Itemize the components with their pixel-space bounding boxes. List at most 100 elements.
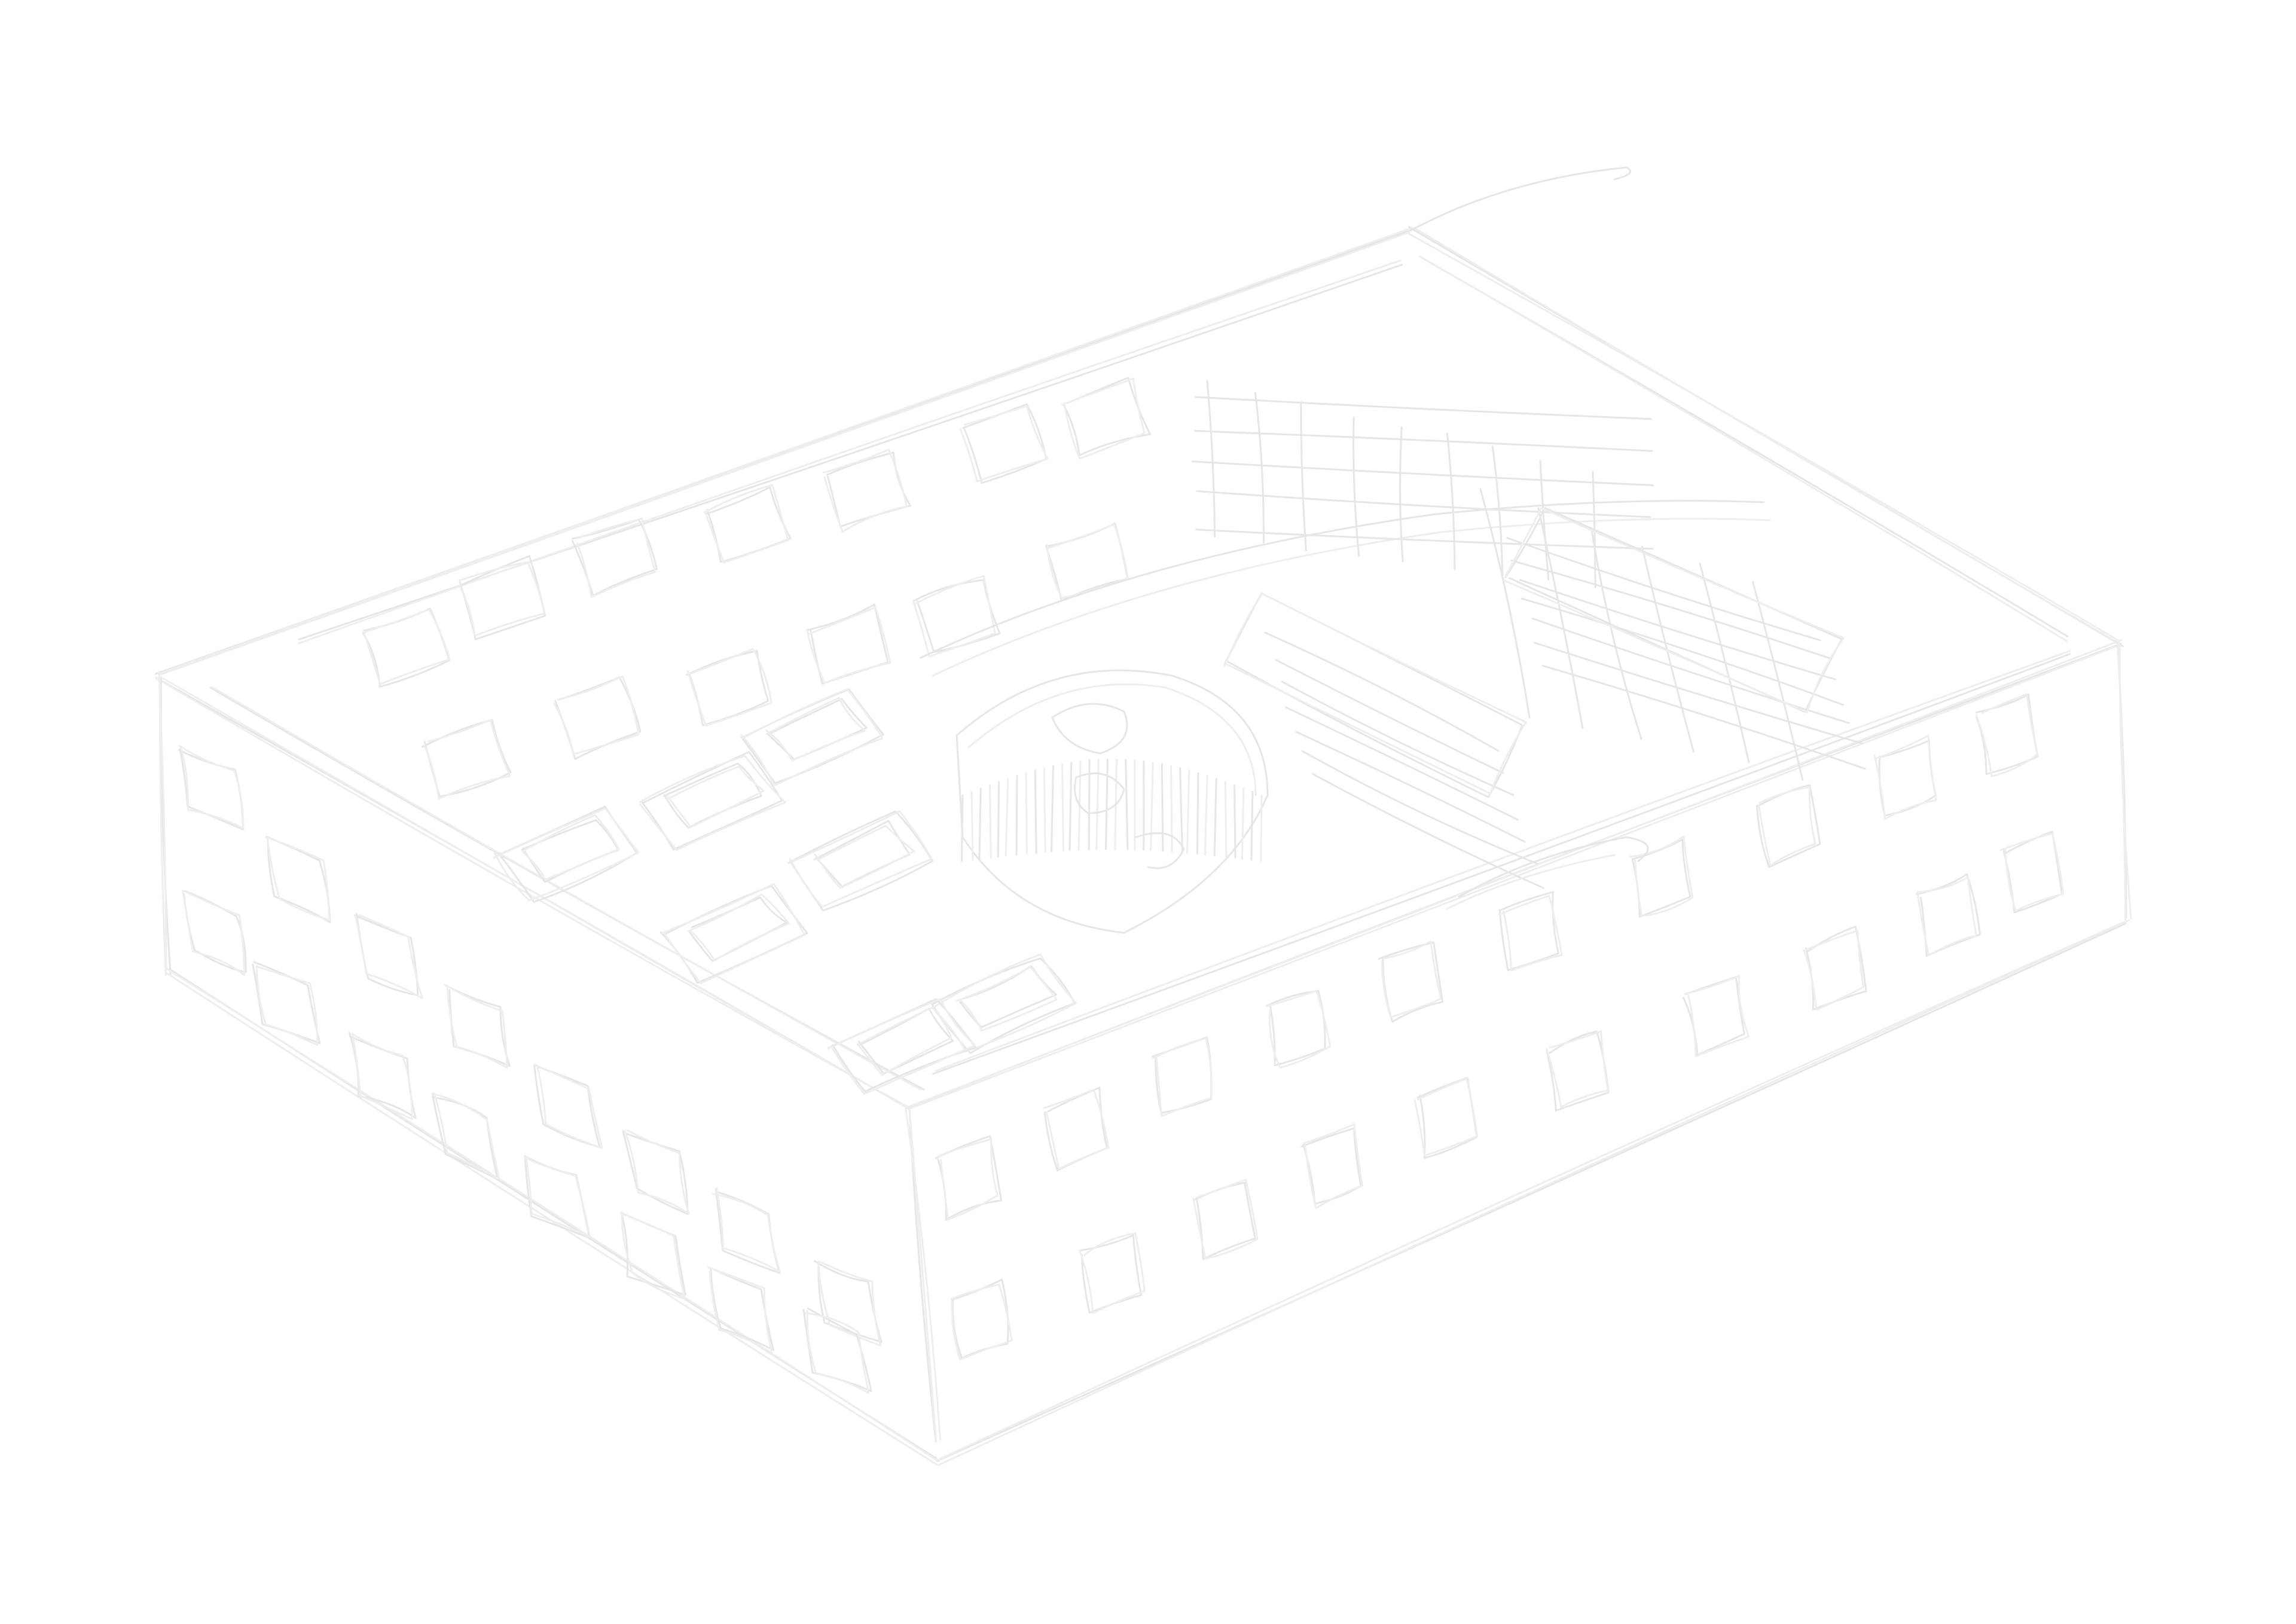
rotunda-column <box>1213 778 1217 857</box>
window-left-wall <box>524 1155 591 1238</box>
window-right-wall <box>950 1283 1013 1361</box>
rotunda-column <box>1015 775 1018 856</box>
window-left-wall <box>178 744 245 829</box>
scaffold-post-right <box>1479 487 1531 719</box>
terrace-slat <box>1281 680 1515 796</box>
wall-edge-front <box>908 1108 937 1442</box>
courtyard-block <box>641 751 783 851</box>
wall-edge-right <box>2117 642 2127 921</box>
window-right-wall <box>1803 929 1865 1011</box>
terrace-slat-right <box>1506 537 1821 642</box>
rotunda-column <box>1234 784 1236 859</box>
terrace-slat-right <box>1533 642 1864 745</box>
window-right-wall <box>1758 786 1816 867</box>
terrace-slat <box>1284 706 1519 821</box>
rotunda-column <box>1034 770 1037 854</box>
window-right-wall <box>951 1278 1009 1360</box>
window-right-wall <box>1545 1030 1609 1108</box>
terrace-slat <box>1275 659 1504 774</box>
roof-window <box>826 451 912 528</box>
window-left-wall <box>524 1155 591 1240</box>
scaffold-post <box>1539 459 1550 581</box>
roof-window <box>362 608 451 685</box>
window-left-wall <box>707 1266 773 1354</box>
roof-window <box>823 448 908 533</box>
scaffold-beam <box>1196 490 1651 518</box>
terrace-frame-right <box>1504 506 1843 713</box>
rotunda-column <box>1004 778 1009 857</box>
roof-edge-back-left <box>158 231 1410 676</box>
window-right-wall <box>1916 876 1977 957</box>
rotunda-column <box>1224 781 1228 858</box>
base-edge-left <box>166 972 939 1466</box>
window-left-wall <box>802 1307 872 1392</box>
courtyard-block <box>827 998 976 1095</box>
roof-window <box>553 675 640 755</box>
window-right-wall <box>1498 891 1559 972</box>
rotunda-column <box>978 787 982 860</box>
roof-edge-front-left <box>155 677 910 1109</box>
rotunda-column <box>1204 775 1208 856</box>
base-edge-left <box>166 967 940 1463</box>
courtyard-block <box>787 810 933 912</box>
window-left-wall <box>255 965 319 1046</box>
rotunda-column <box>1051 765 1055 853</box>
terrace-slat-right <box>1541 664 1866 770</box>
scaffold-post <box>1300 401 1307 552</box>
courtyard-block-top <box>856 1006 952 1076</box>
courtyard-block-top <box>665 765 765 828</box>
courtyard-block-top <box>857 1008 954 1075</box>
courtyard-rim-front-right <box>935 650 2071 1072</box>
window-right-wall <box>1152 1037 1213 1118</box>
window-right-wall <box>1629 835 1694 917</box>
window-left-wall <box>624 1129 690 1215</box>
roof-window <box>1062 377 1151 457</box>
roof-edge-back-right <box>1407 233 2120 642</box>
window-right-wall <box>1805 926 1867 1011</box>
courtyard-step <box>1446 854 1616 910</box>
terrace-slat <box>1312 773 1545 889</box>
scaffold-beam <box>1195 529 1654 550</box>
window-right-wall <box>1302 1123 1363 1209</box>
scaffold-post <box>1254 392 1265 544</box>
courtyard-rim-back-right <box>1418 255 2068 642</box>
rotunda-column <box>997 781 1000 858</box>
rotunda-ornament <box>1135 832 1185 869</box>
window-left-wall <box>444 984 508 1069</box>
roof-window <box>1046 523 1129 599</box>
sketch-strokes <box>154 166 2132 1466</box>
wall-edge-front <box>904 1106 941 1440</box>
window-left-wall <box>265 837 331 921</box>
terrace-slat <box>1295 731 1526 843</box>
roof-edge-front-left <box>159 676 908 1109</box>
roof-window <box>912 575 996 658</box>
window-left-wall <box>817 1260 882 1347</box>
courtyard-block <box>787 810 933 908</box>
courtyard-block <box>639 755 786 851</box>
window-left-wall <box>433 1092 500 1180</box>
window-left-wall <box>533 1063 603 1149</box>
window-right-wall <box>1079 1232 1146 1314</box>
terrace-slat-right <box>1521 597 1844 706</box>
window-right-wall <box>1999 832 2065 912</box>
roof-window <box>959 405 1049 483</box>
rotunda-column <box>1170 765 1173 853</box>
window-left-wall <box>712 1187 781 1273</box>
terrace-slat <box>1301 750 1538 865</box>
window-right-wall <box>1631 838 1692 918</box>
sketch-flourish <box>1410 166 1632 231</box>
rotunda-column <box>1125 759 1129 850</box>
courtyard-block-top <box>521 819 619 883</box>
rotunda-column <box>1025 772 1028 855</box>
scaffold-post <box>1399 426 1404 563</box>
window-left-wall <box>182 890 245 976</box>
base-edge-right <box>936 923 2127 1462</box>
courtyard-block <box>493 807 640 902</box>
window-right-wall <box>938 1138 999 1220</box>
terrace-frame <box>1223 592 1523 798</box>
courtyard-block-top <box>521 814 620 881</box>
scaffold-post-right <box>1752 581 1804 781</box>
terrace-frame <box>1223 593 1527 795</box>
window-left-wall <box>351 1033 413 1120</box>
